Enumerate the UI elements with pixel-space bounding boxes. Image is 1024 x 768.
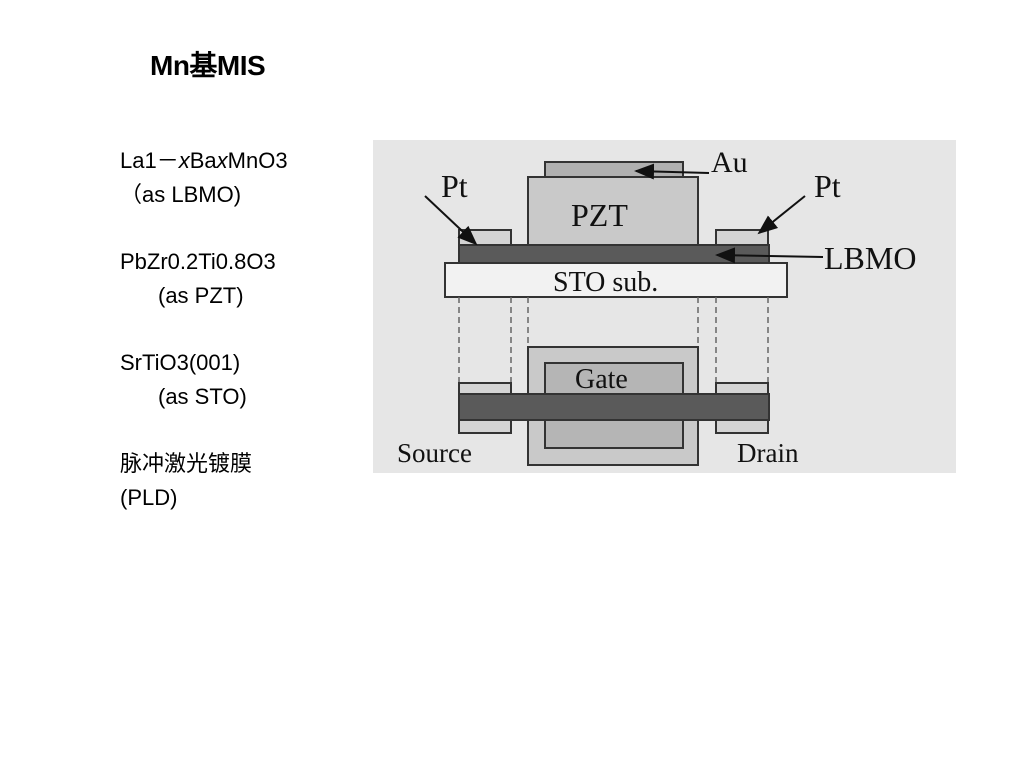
au-arrow [634,163,710,180]
device-schematic: Au PZT Pt Pt LBMO STO sub. Gate Source D… [373,140,956,473]
method-abbreviation: (PLD) [120,485,178,510]
sto-label: STO sub. [553,267,658,298]
drain-label: Drain [737,438,799,468]
sto-substrate [444,262,788,298]
formula-part: Ba [189,148,217,173]
method-chinese: 脉冲激光镀膜 [120,451,253,476]
pt-left-arrow [424,195,478,246]
slide-title: Mn基MIS [150,50,266,81]
device-schematic-svg: Au PZT Pt Pt LBMO STO sub. Gate Source D… [397,146,916,468]
spacer [120,212,288,245]
formula-part: MnO3 [227,148,288,173]
sto-alias: (as STO) [158,384,247,409]
pt-pad-left [458,229,512,247]
au-layer [544,161,684,178]
pt-right-arrow [757,195,806,235]
lbmo-layer [458,244,770,264]
pzt-label: PZT [571,197,628,233]
sto-formula: SrTiO3(001) [120,350,241,375]
spacer [120,414,288,447]
lbmo-label: LBMO [824,240,916,276]
pzt-formula: PbZr0.2Ti0.8O3 [120,249,276,274]
formula-part: La1－ [120,148,179,173]
projection-lines [458,297,769,383]
au-label: Au [711,146,748,179]
formula-variable: x [216,148,228,173]
formula-variable: x [178,148,190,173]
lbmo-alias: （as LBMO) [120,182,242,207]
lbmo-channel-top-view [458,393,770,421]
material-notes: La1－xBaxMnO3 （as LBMO) PbZr0.2Ti0.8O3 (a… [120,144,288,515]
pt-left-label: Pt [441,168,468,204]
lbmo-arrow [715,247,824,264]
gate-label: Gate [575,364,628,395]
source-label: Source [397,438,472,468]
pzt-layer [527,176,699,248]
lbmo-formula: La1－xBaxMnO3 [120,144,288,178]
spacer [120,313,288,346]
pzt-alias: (as PZT) [158,283,244,308]
pt-right-label: Pt [814,168,841,204]
